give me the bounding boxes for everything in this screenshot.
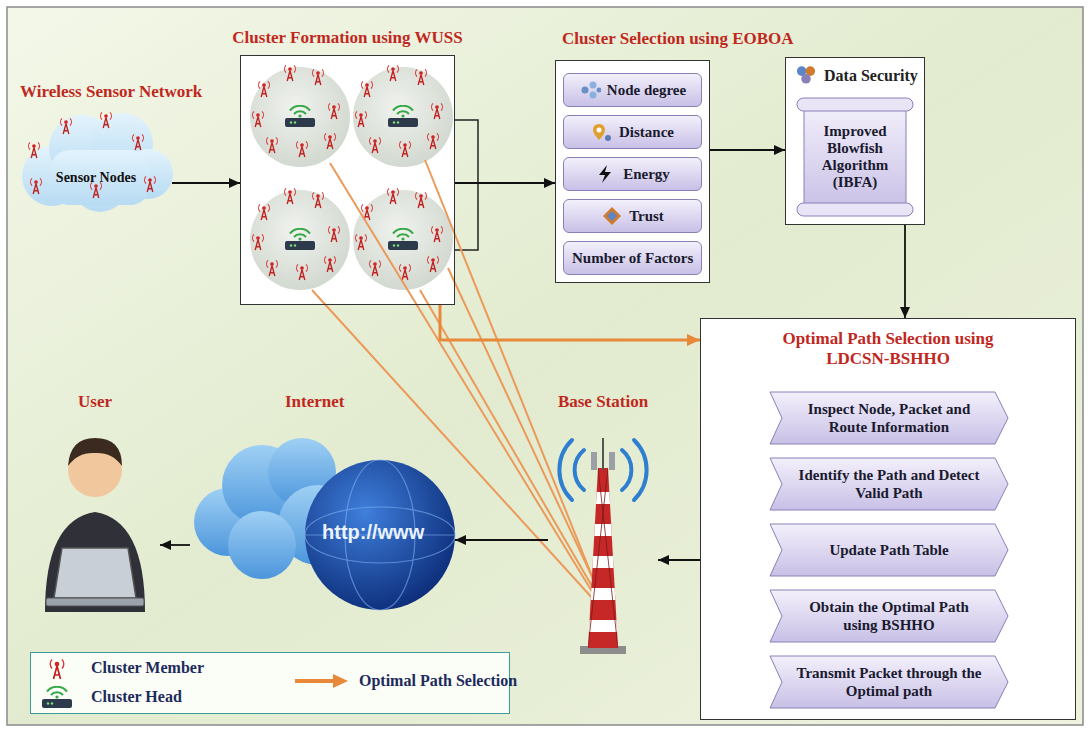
connector-arrow xyxy=(455,182,555,184)
user-label: User xyxy=(30,392,160,412)
step-text: Identify the Path and Detect Valid Path xyxy=(795,466,983,502)
station-label: Base Station xyxy=(528,392,678,412)
legend-sample xyxy=(47,658,67,680)
legend-sample xyxy=(293,673,349,689)
legend-text: Optimal Path Selection xyxy=(359,672,517,690)
internet: Internet xyxy=(190,392,455,627)
criterion-text: Number of Factors xyxy=(572,250,693,267)
cloud-text: Sensor Nodes xyxy=(20,170,172,186)
step-box: Inspect Node, Packet and Route Informati… xyxy=(769,391,1009,445)
criterion-pill: Number of Factors xyxy=(563,241,702,275)
shape-outline xyxy=(769,391,1009,445)
step-box: Obtain the Optimal Path using BSHHO xyxy=(769,589,1009,643)
criterion-text: Energy xyxy=(623,166,670,183)
criterion-text: Distance xyxy=(619,124,674,141)
cluster-box: Cluster Formation using WUSS xyxy=(240,55,455,305)
step-text: Update Path Table xyxy=(829,541,948,559)
section-heading: Optimal Path Selection using LDCSN-BSHHO xyxy=(751,329,1025,369)
connector-arrow xyxy=(160,544,190,546)
legend-text: Cluster Head xyxy=(91,688,182,706)
legend-text: Cluster Member xyxy=(91,659,204,677)
criterion-icon xyxy=(601,206,623,226)
user: User xyxy=(30,392,160,627)
selection-box: Cluster Selection using EOBOANode degree… xyxy=(555,60,710,283)
shape-outline xyxy=(769,589,1009,643)
criterion-pill: Distance xyxy=(563,115,702,149)
step-box: Transmit Packet through the Optimal path xyxy=(769,655,1009,709)
step-box: Identify the Path and Detect Valid Path xyxy=(769,457,1009,511)
cloud-heading: Wireless Sensor Network xyxy=(20,82,202,102)
criterion-pill: Trust xyxy=(563,199,702,233)
shape-outline xyxy=(769,655,1009,709)
legend-box: Cluster MemberCluster HeadOptimal Path S… xyxy=(30,652,510,714)
criterion-icon xyxy=(591,122,613,142)
security-icon xyxy=(794,63,818,85)
connector-arrow xyxy=(440,305,700,340)
section-heading: Data Security xyxy=(824,67,918,85)
step-text: Obtain the Optimal Path using BSHHO xyxy=(795,598,983,634)
sensor-cloud: Wireless Sensor NetworkSensor Nodes xyxy=(20,112,172,212)
security-box: Data SecurityImproved Blowfish Algorithm… xyxy=(785,57,925,225)
algorithm-text: Improved Blowfish Algorithm (IBFA) xyxy=(807,123,903,191)
connector-arrow xyxy=(172,182,240,184)
path-box: Optimal Path Selection using LDCSN-BSHHO… xyxy=(700,318,1076,720)
section-heading: Cluster Formation using WUSS xyxy=(211,28,484,48)
criterion-icon xyxy=(579,80,601,100)
algorithm-scroll: Improved Blowfish Algorithm (IBFA) xyxy=(795,96,915,218)
step-box: Update Path Table xyxy=(769,523,1009,577)
criterion-icon xyxy=(595,164,617,184)
connector-arrow xyxy=(658,559,700,561)
section-heading: Cluster Selection using EOBOA xyxy=(562,29,794,49)
connector-arrow xyxy=(904,225,906,318)
shape-outline xyxy=(769,457,1009,511)
legend-sample xyxy=(40,686,74,710)
base-station: Base Station xyxy=(548,392,658,654)
criterion-text: Trust xyxy=(629,208,664,225)
criterion-text: Node degree xyxy=(607,82,686,99)
step-text: Inspect Node, Packet and Route Informati… xyxy=(795,400,983,436)
connector-arrow xyxy=(455,539,548,541)
internet-label: Internet xyxy=(285,392,344,412)
criterion-pill: Energy xyxy=(563,157,702,191)
url-text: http://www xyxy=(322,521,424,544)
step-text: Transmit Packet through the Optimal path xyxy=(795,664,983,700)
connector-arrow xyxy=(710,149,785,151)
criterion-pill: Node degree xyxy=(563,73,702,107)
